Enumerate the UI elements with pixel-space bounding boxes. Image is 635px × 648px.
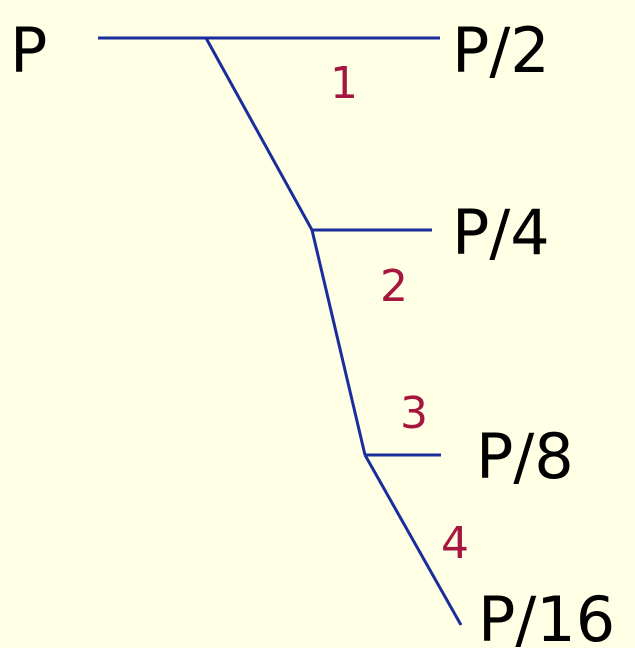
node-label-p4: P/4 bbox=[452, 196, 550, 269]
step-label-1: 1 bbox=[330, 58, 358, 109]
segment-2-3-line bbox=[310, 229, 367, 456]
tree-lines bbox=[98, 36, 463, 626]
segment-4-line bbox=[363, 454, 463, 626]
step-label-2: 2 bbox=[380, 261, 408, 312]
node-label-p: P bbox=[10, 14, 47, 87]
node-label-p8: P/8 bbox=[476, 420, 574, 493]
node-label-p16: P/16 bbox=[478, 583, 615, 648]
step-label-3: 3 bbox=[400, 388, 428, 439]
segment-1-line bbox=[204, 37, 314, 231]
step-label-4: 4 bbox=[441, 518, 469, 569]
node-label-p2: P/2 bbox=[452, 14, 550, 87]
